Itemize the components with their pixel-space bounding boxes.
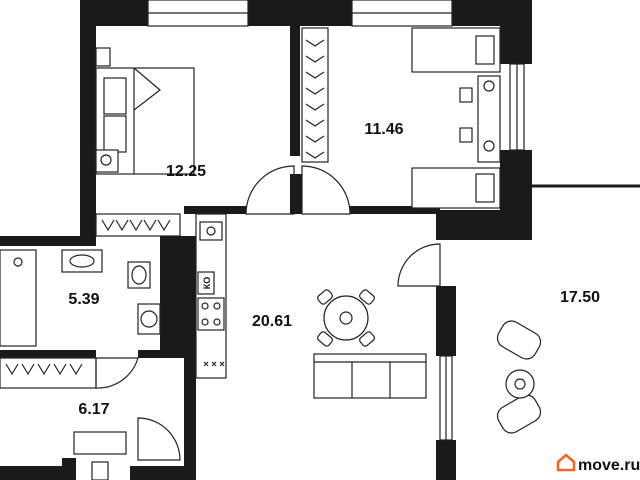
room-area-label: 20.61 (252, 313, 292, 330)
armchair (496, 394, 542, 434)
boiler (197, 271, 215, 295)
armchair (496, 320, 542, 360)
wall-left-bedroom (80, 0, 96, 236)
desk-chair (459, 127, 473, 143)
chair (317, 331, 333, 347)
wall-top-middle (248, 0, 352, 26)
hallway-furniture (0, 357, 127, 480)
coffee-table (505, 369, 535, 399)
wall-bathroom-bottom (0, 350, 96, 358)
wardrobe-right (301, 27, 329, 163)
flower-icon (339, 311, 353, 325)
shoe-rack (73, 431, 127, 455)
door-balcony (397, 243, 441, 287)
washing-machine (137, 303, 161, 335)
lamp-icon (483, 80, 495, 92)
boiler-label: КО (202, 277, 212, 290)
wall-hall-bottom-left (62, 458, 76, 480)
balcony-furniture (496, 320, 542, 434)
mirror (91, 461, 109, 480)
kitchen: КО (195, 213, 227, 379)
brand-watermark: move.ru (556, 453, 640, 474)
brand-name: move.ru (578, 457, 640, 474)
flower-icon (514, 378, 526, 390)
drain-icon (13, 257, 23, 267)
wall-bath-kitchen-top (160, 236, 196, 246)
wall-kitchen-column (184, 356, 196, 480)
plant-pot (95, 149, 119, 173)
lamp-icon (483, 140, 495, 152)
wall-hall-bottom-right (130, 466, 184, 480)
wall-bath-kitchen (160, 246, 196, 356)
sofa (313, 353, 427, 399)
sink (199, 221, 223, 241)
wall-partition-bedrooms (290, 26, 300, 156)
hanger-icon (305, 39, 325, 159)
hob-icon (203, 361, 225, 367)
wall-living-right-upper (436, 286, 456, 356)
room-area-label: 17.50 (560, 289, 600, 306)
hall-wardrobe (0, 357, 97, 389)
wall-bathroom-bottom-right (138, 350, 196, 358)
wall-partition-bottom (290, 174, 302, 214)
room-area-label: 12.25 (166, 163, 206, 180)
pillow (475, 173, 495, 203)
plant-icon (100, 154, 112, 166)
chair (317, 289, 333, 305)
hanger-icon (5, 363, 83, 376)
wardrobe (95, 213, 181, 237)
chair (359, 289, 375, 305)
living-furniture (313, 289, 427, 399)
wall-hall-bottom (0, 466, 62, 480)
room-area-label: 6.17 (78, 401, 109, 418)
door-entrance (137, 417, 181, 461)
blanket-fold (133, 67, 161, 174)
pillow (475, 35, 495, 65)
chair (359, 331, 375, 347)
desk (477, 75, 501, 163)
door-bedroom-left (245, 165, 295, 215)
wardrobe-left (95, 213, 181, 237)
pillow (103, 115, 127, 153)
wall-right-upper (500, 0, 532, 64)
washer-icon (140, 310, 158, 328)
nightstand (95, 47, 111, 67)
wardrobe-tall (301, 27, 329, 163)
wall-bedroom-bottom-right (350, 206, 440, 214)
pillow (103, 77, 127, 115)
hanger-icon (101, 219, 171, 232)
door-bathroom (95, 357, 139, 389)
room-area-label: 11.46 (364, 121, 403, 138)
desk-chair (459, 87, 473, 103)
kitchen-counter (195, 213, 227, 379)
room-area-label: 5.39 (68, 291, 99, 308)
dining-table (323, 295, 369, 341)
bathroom-fixtures (0, 249, 161, 347)
house-logo-icon (556, 453, 576, 472)
sink (61, 249, 103, 273)
door-bedroom-right (301, 165, 351, 215)
bathtub (0, 249, 37, 347)
bed-left (95, 47, 195, 175)
stove (197, 297, 225, 331)
wall-bedroom-bottom-left (184, 206, 246, 214)
wall-living-right-lower (436, 440, 456, 480)
wall-right-lower (436, 210, 532, 240)
wall-bathroom-top (0, 236, 96, 246)
beds-single (411, 27, 501, 209)
